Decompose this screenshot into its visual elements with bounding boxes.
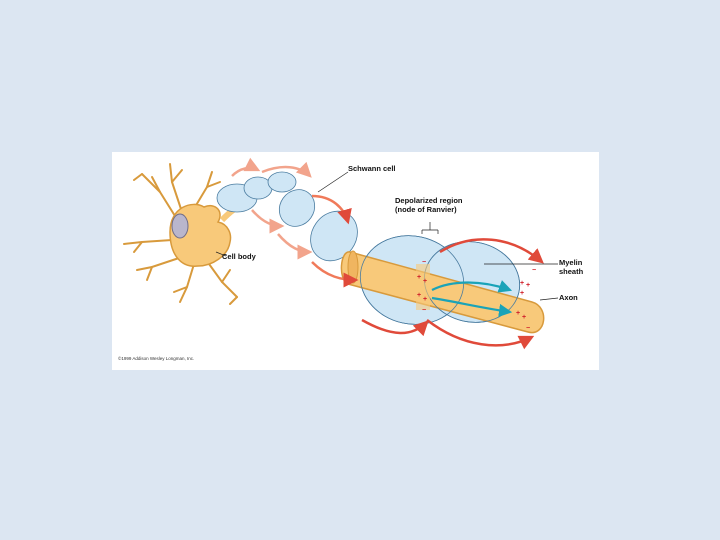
neuron-diagram: ++ ++ ++ + ++ −− −− (123, 157, 559, 350)
depolarized-region-label-line1: Depolarized region (395, 196, 463, 205)
charge-sign: + (522, 314, 526, 321)
current-arrow (426, 319, 535, 350)
myelin-segment (267, 171, 297, 193)
current-arrow (251, 209, 285, 234)
ion-flow-arrows (431, 280, 513, 317)
cell-body-label: Cell body (222, 252, 256, 261)
nucleus (171, 213, 189, 239)
depolarized-region-label-line2: (node of Ranvier) (395, 205, 457, 214)
charge-sign: + (526, 282, 530, 289)
axon-end (347, 250, 359, 284)
current-arrow (439, 238, 544, 264)
myelin-sheath-label-line1: Myelin (559, 258, 583, 267)
charge-sign: + (520, 290, 524, 297)
current-arrow (231, 157, 261, 177)
node-of-ranvier (416, 264, 430, 310)
local-current-arrows (231, 157, 544, 350)
axon-leader (539, 297, 559, 301)
cell-body-leader (215, 251, 227, 257)
charge-sign: − (422, 259, 426, 266)
current-arrow (311, 261, 359, 288)
charge-sign: + (423, 296, 427, 303)
neuron-myelination-figure: ++ ++ ++ + ++ −− −− Schwann cell Depolar… (112, 152, 599, 370)
leader-lines (215, 171, 559, 301)
current-arrow (261, 161, 312, 178)
axon-body (340, 251, 545, 334)
charge-sign: − (422, 307, 426, 314)
dendrites (123, 163, 238, 305)
current-arrow (361, 318, 429, 337)
charge-sign: + (423, 278, 427, 285)
current-arrow (311, 194, 352, 225)
ion-flow-arrow (431, 296, 513, 317)
depolarized-region-leader (421, 222, 439, 234)
myelin-segment (278, 189, 316, 227)
myelin-outline (359, 235, 465, 325)
axon-label: Axon (559, 293, 578, 302)
charge-sign: − (532, 267, 536, 274)
schwann-cell-leader (317, 171, 349, 193)
ion-flow-arrow (431, 280, 513, 293)
myelin-sheath-label-line2: sheath (559, 267, 584, 276)
copyright-notice: ©1999 Addison Wesley Longman, Inc. (118, 356, 195, 361)
charge-sign: − (526, 325, 530, 332)
charge-sign: + (417, 274, 421, 281)
charge-sign: + (417, 292, 421, 299)
schwann-cell-label: Schwann cell (348, 164, 396, 173)
charge-sign: + (516, 310, 520, 317)
current-arrow (277, 233, 313, 260)
charge-sign: + (520, 280, 524, 287)
charge-signs: ++ ++ ++ + ++ −− −− (417, 259, 536, 332)
